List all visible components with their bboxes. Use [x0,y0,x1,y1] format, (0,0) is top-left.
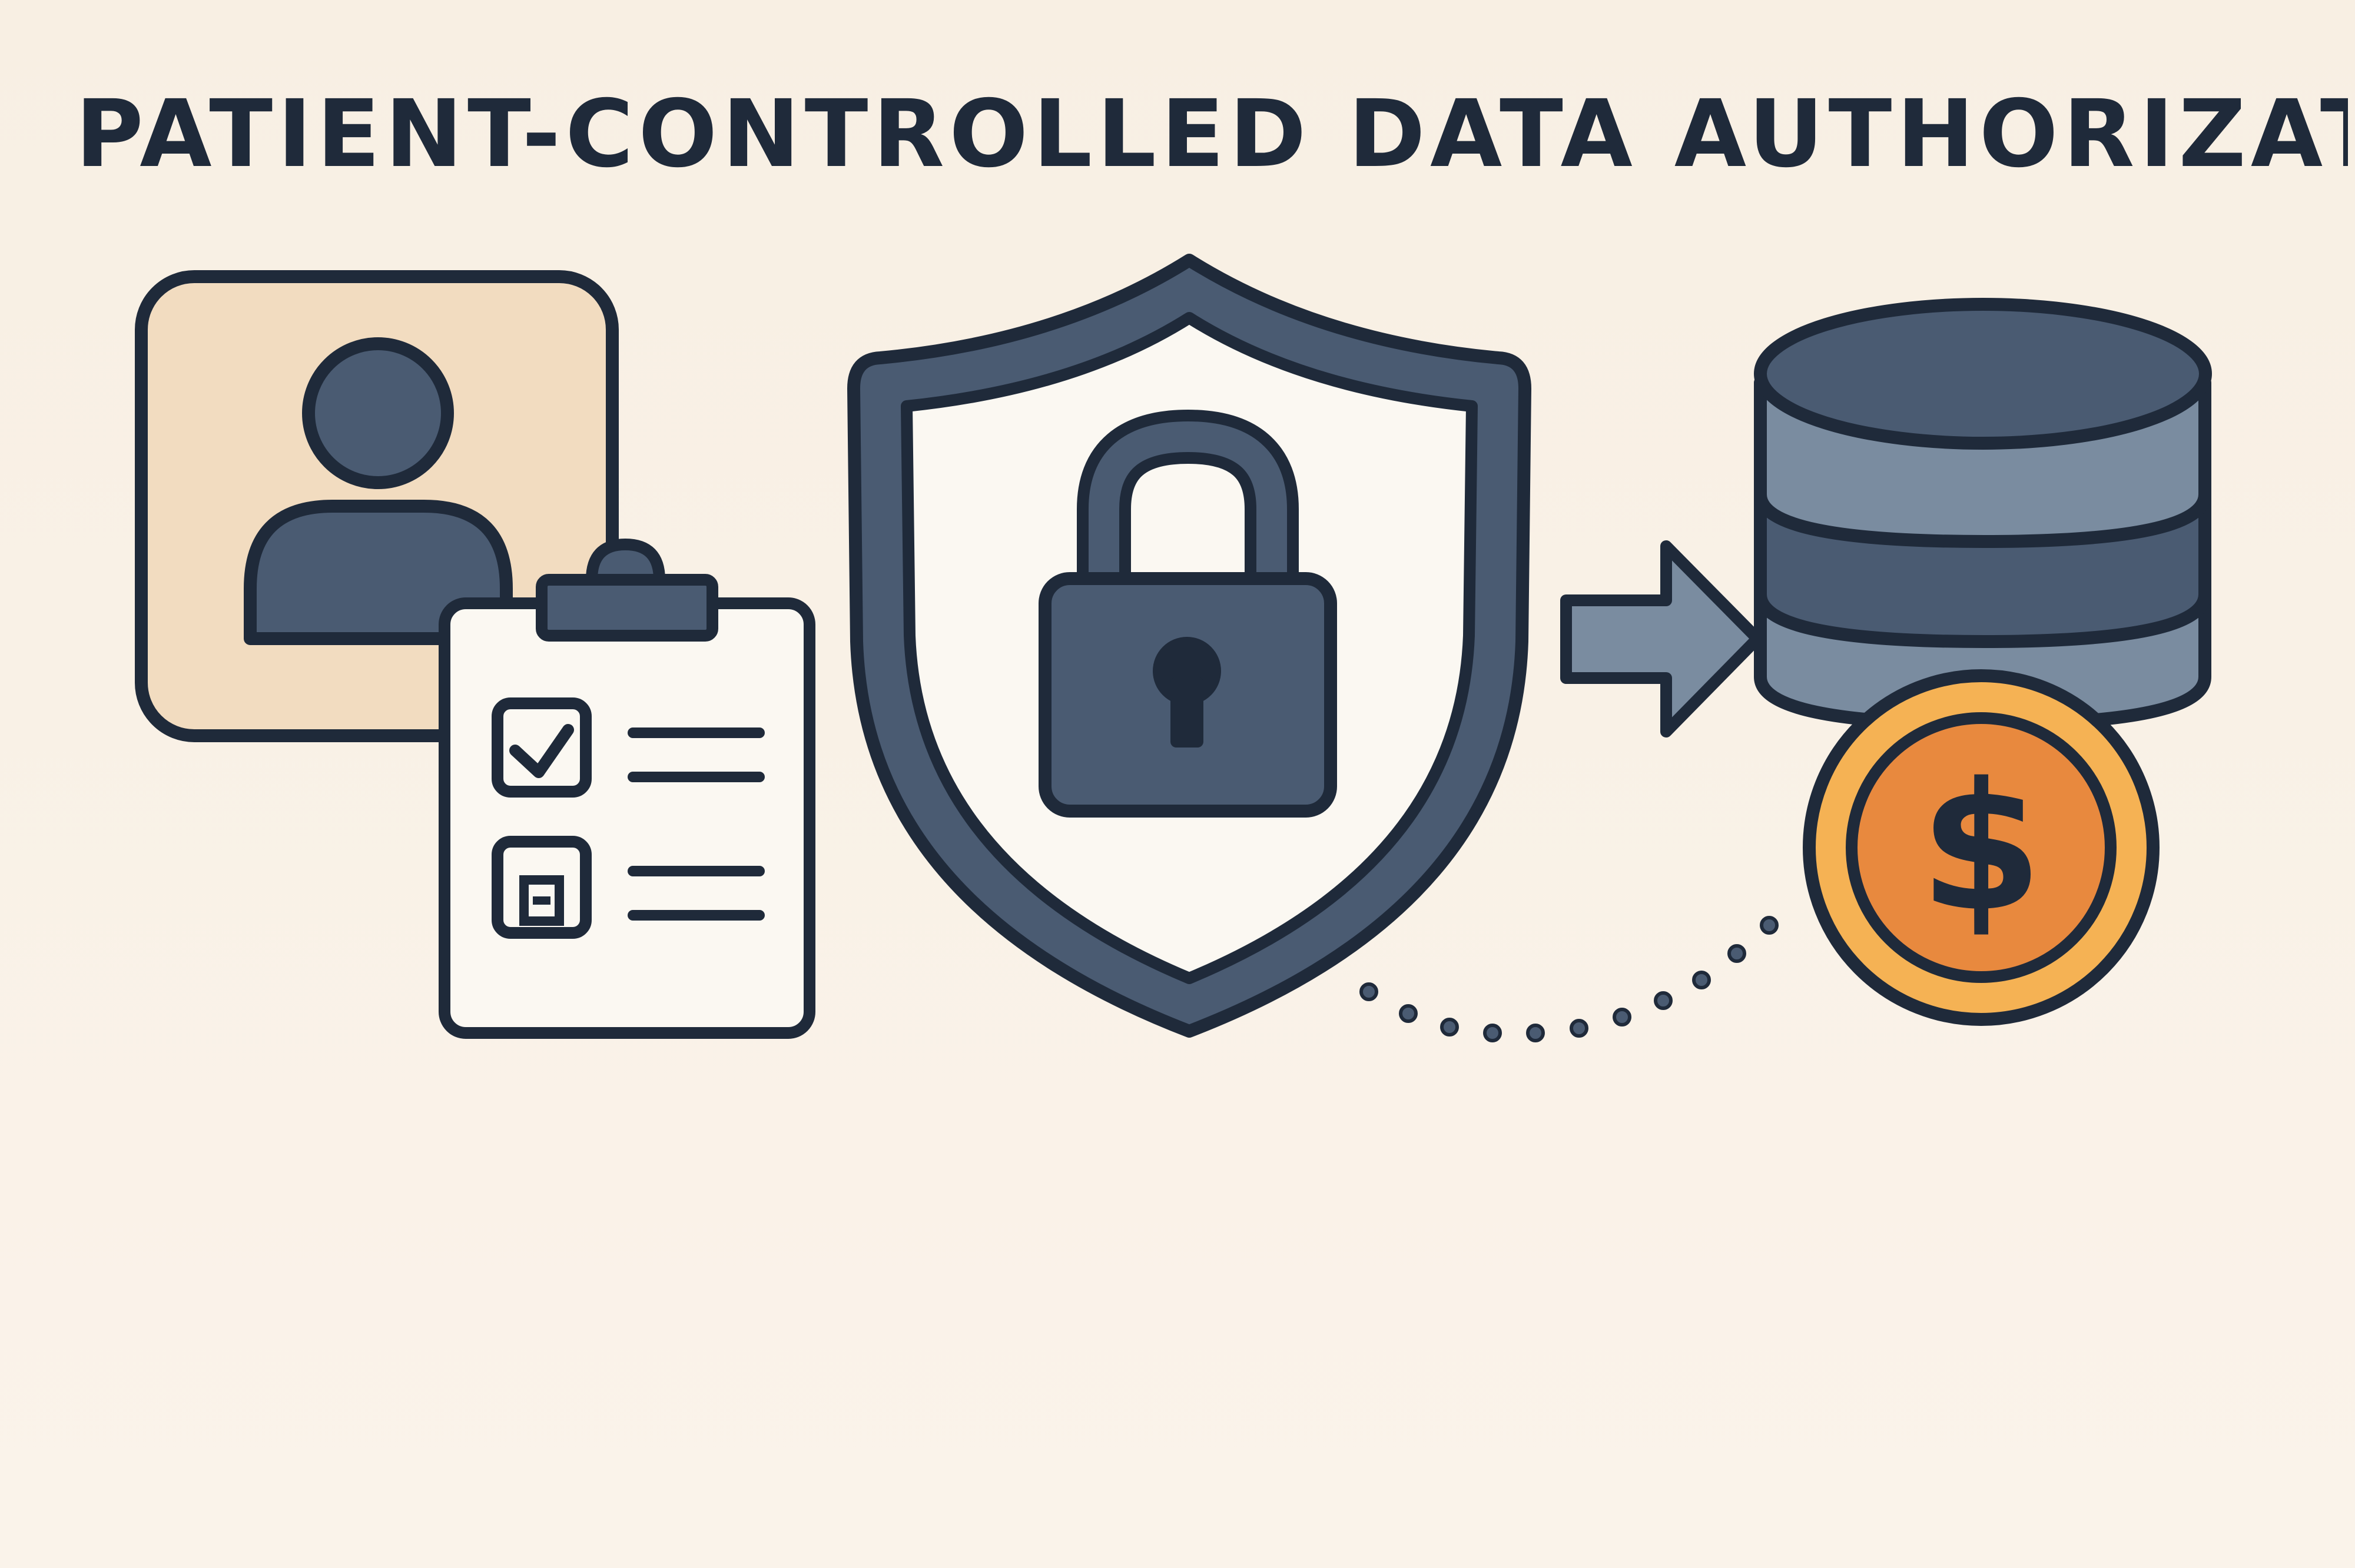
arrow-right-icon [1560,540,1763,738]
database-icon [1754,298,2212,730]
page-title: PATIENT-CONTROLLED DATA AUTHORIZATION [75,80,2348,188]
clipboard-icon [439,539,815,1039]
checkbox-checked-icon [492,697,592,798]
dotted-path [1359,916,1779,1042]
dollar-coin-icon [1803,669,2160,1026]
form-icon [492,836,592,939]
padlock-icon [1039,409,1337,818]
patient-avatar-icon [135,270,619,742]
coin-dollar-symbol: $ [1920,745,2043,951]
